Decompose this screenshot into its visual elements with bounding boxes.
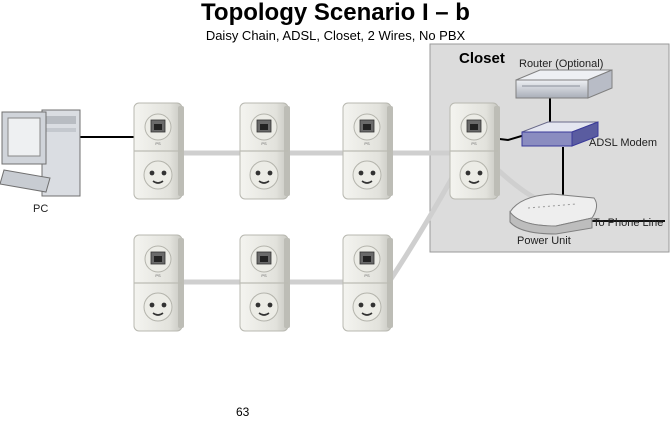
diagram-subtitle: Daisy Chain, ADSL, Closet, 2 Wires, No P… [205,28,466,43]
wall-outlet [449,102,501,200]
phone-wire [179,150,538,285]
phone-line-label: To Phone Line [593,217,664,229]
power-unit-icon [509,193,598,235]
power-unit-label: Power Unit [517,235,571,247]
wall-outlet [133,234,185,332]
wall-outlet [239,234,291,332]
closet-title: Closet [459,50,505,67]
wall-outlet [342,234,394,332]
pc-icon [0,109,81,197]
page-number: 63 [236,405,250,419]
pc-label: PC [33,203,49,215]
adsl-modem-label: ADSL Modem [589,137,658,149]
wall-outlet [239,102,291,200]
wall-outlet [133,102,185,200]
router-icon [515,69,613,99]
adsl-modem-icon [521,121,599,147]
diagram-title: Topology Scenario I – b [201,0,470,26]
router-label: Router (Optional) [519,58,604,70]
wall-outlet [342,102,394,200]
